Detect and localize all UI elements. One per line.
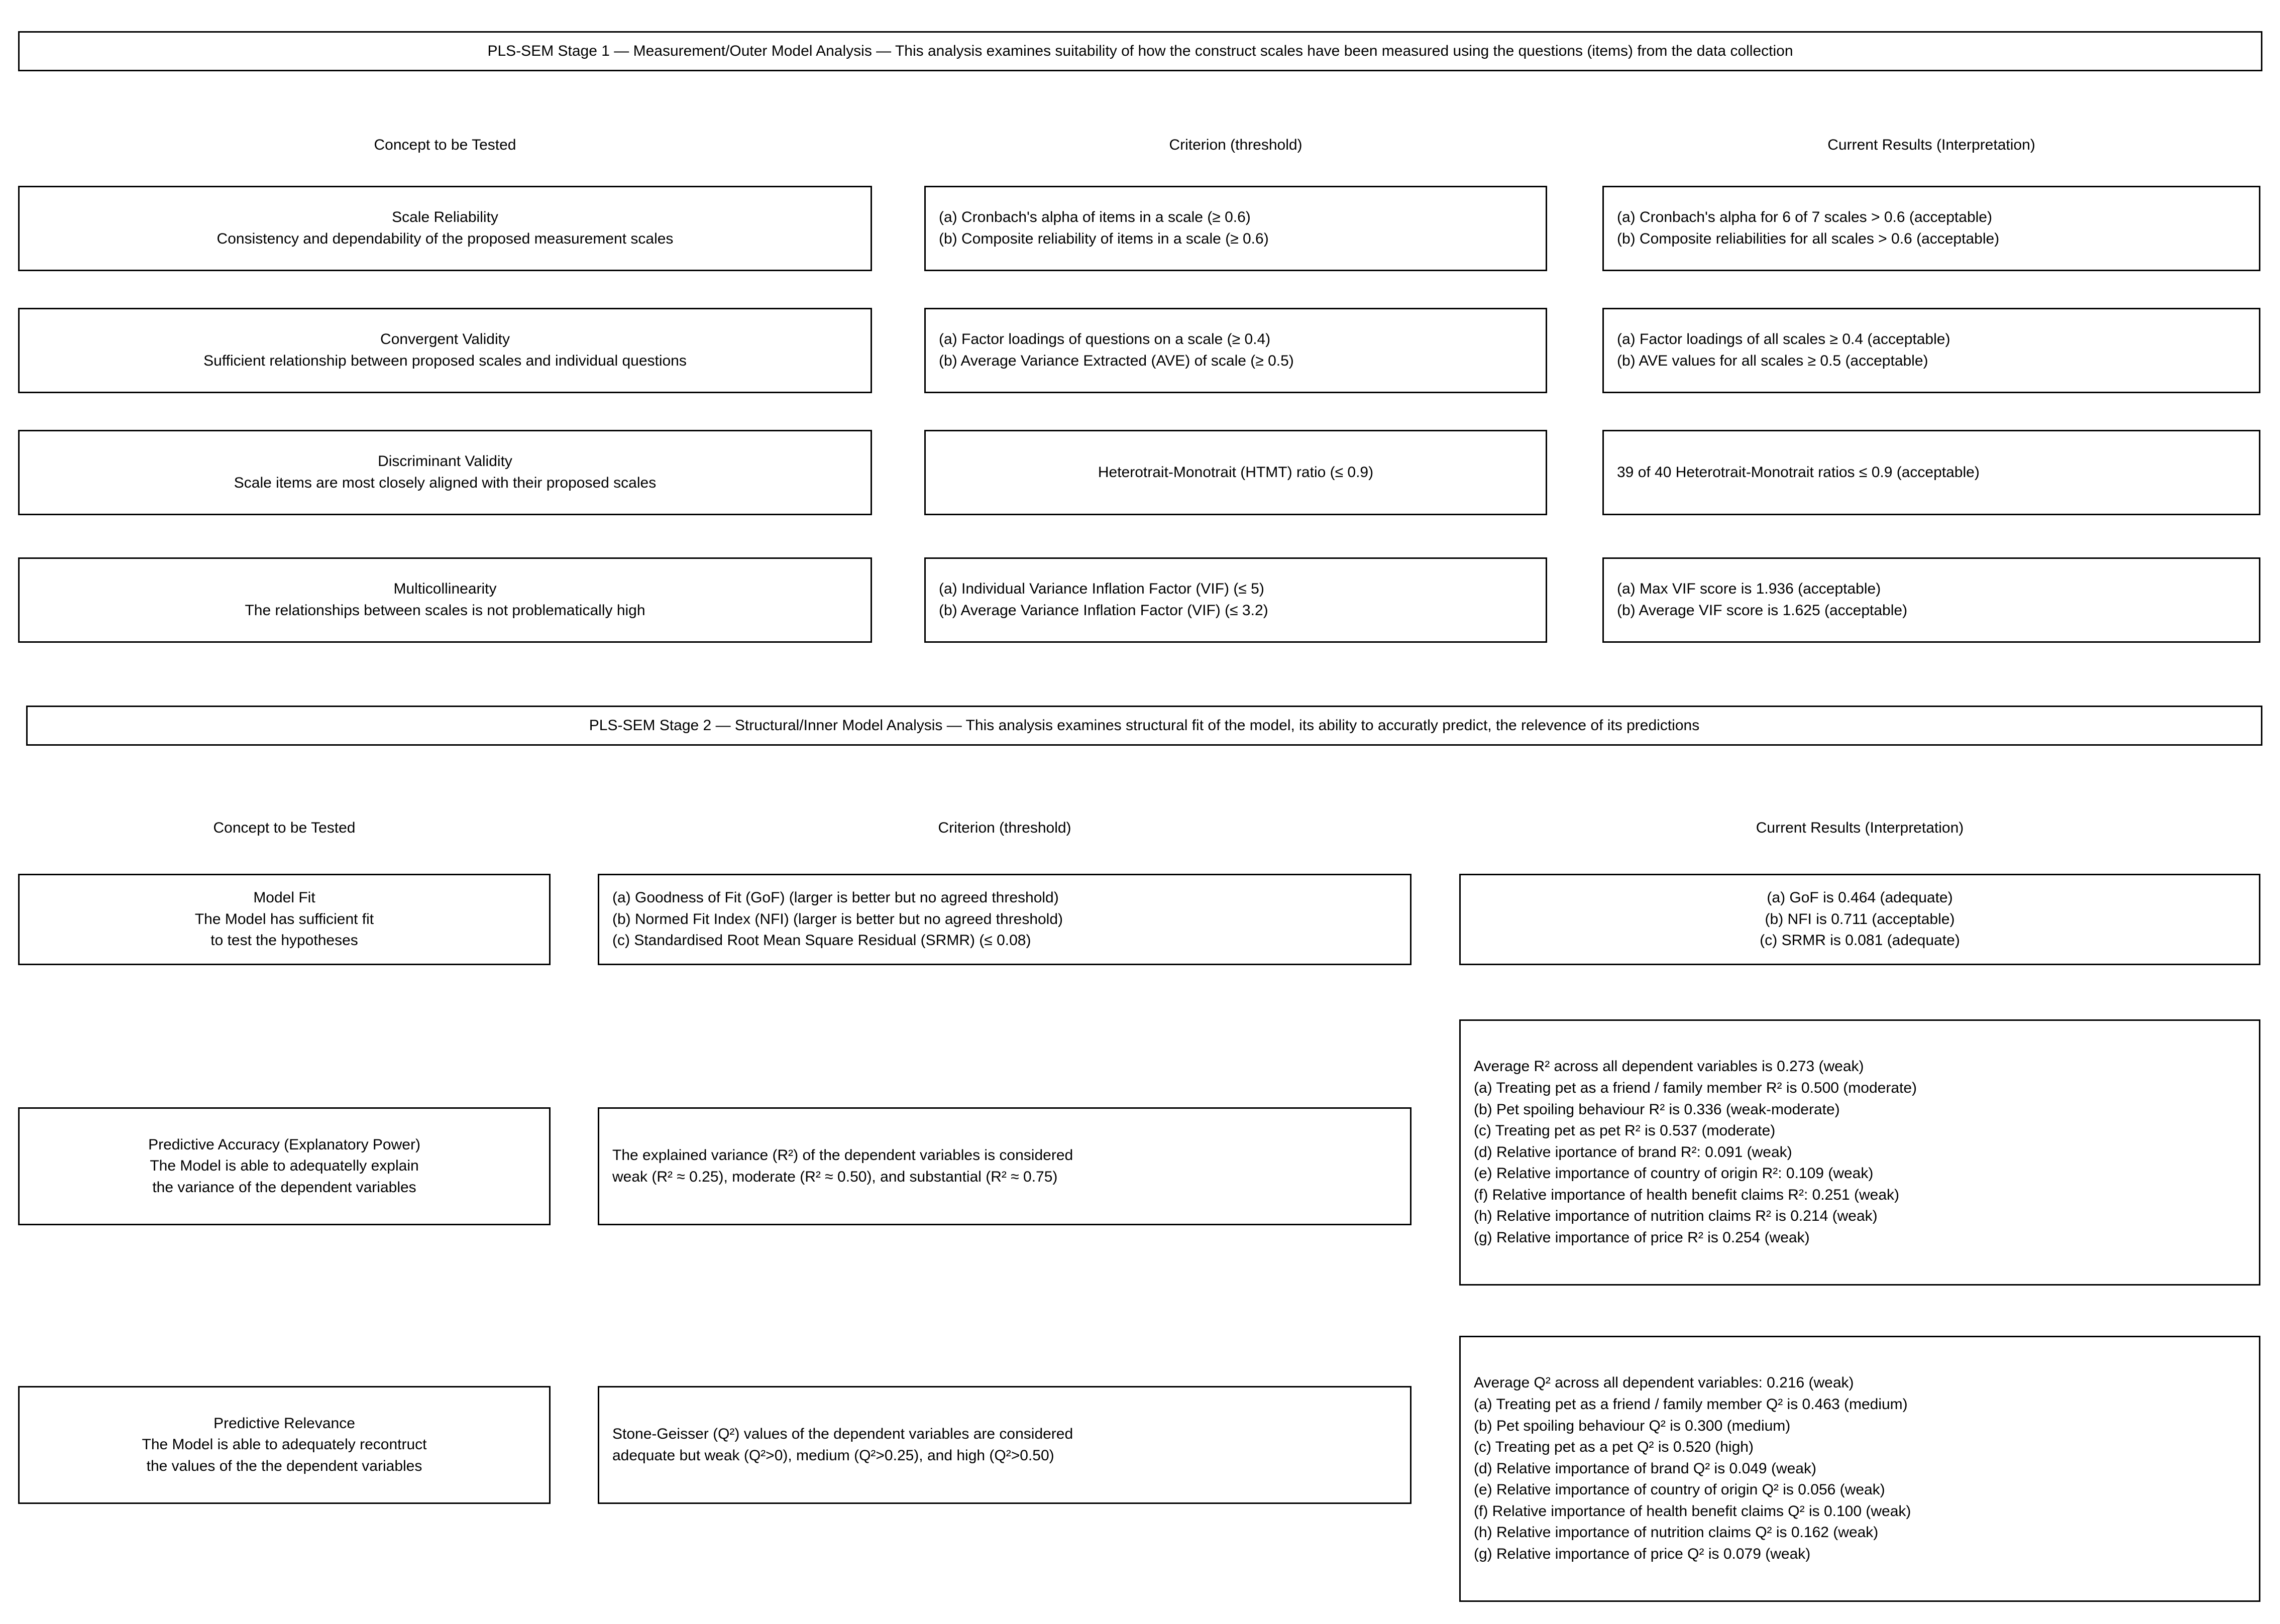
result-line: (g) Relative importance of price Q² is 0… (1474, 1546, 1811, 1563)
stage1-header-concept: Concept to be Tested (374, 137, 516, 153)
result-line: (a) GoF is 0.464 (adequate) (1767, 889, 1953, 906)
stage2-concept-box-1: Model Fit The Model has sufficient fit t… (18, 874, 551, 965)
result-line: (a) Treating pet as a friend / family me… (1474, 1396, 1908, 1413)
stage2-criterion-box-3: Stone-Geisser (Q²) values of the depende… (598, 1386, 1412, 1504)
criterion-line: Stone-Geisser (Q²) values of the depende… (612, 1425, 1073, 1442)
result-line: (e) Relative importance of country of or… (1474, 1165, 1874, 1182)
result-line: (b) Pet spoiling behaviour Q² is 0.300 (… (1474, 1417, 1791, 1434)
criterion-line: adequate but weak (Q²>0), medium (Q²>0.2… (612, 1447, 1054, 1464)
concept-title: Multicollinearity (393, 581, 497, 598)
stage2-criterion-box-1: (a) Goodness of Fit (GoF) (larger is bet… (598, 874, 1412, 965)
stage1-header-results: Current Results (Interpretation) (1827, 137, 2035, 153)
stage1-concept-box-2: Convergent Validity Sufficient relations… (18, 308, 872, 393)
result-line: (a) Max VIF score is 1.936 (acceptable) (1617, 581, 1881, 598)
stage2-header-criterion: Criterion (threshold) (938, 820, 1071, 836)
stage2-header-results: Current Results (Interpretation) (1756, 820, 1964, 836)
stage2-header-concept: Concept to be Tested (213, 820, 356, 836)
result-line: (b) Average VIF score is 1.625 (acceptab… (1617, 602, 1908, 619)
concept-title: Model Fit (253, 889, 315, 906)
result-line: (b) Composite reliabilities for all scal… (1617, 230, 2000, 247)
stage1-results-box-2: (a) Factor loadings of all scales ≥ 0.4 … (1602, 308, 2260, 393)
result-line: (c) Treating pet as a pet Q² is 0.520 (h… (1474, 1439, 1754, 1456)
concept-desc: The Model has sufficient fit (194, 910, 374, 927)
criterion-line: (b) Composite reliability of items in a … (939, 230, 1269, 247)
concept-desc: The Model is able to adequately recontru… (142, 1436, 427, 1453)
criterion-line: (a) Goodness of Fit (GoF) (larger is bet… (612, 889, 1059, 906)
stage1-criterion-box-4: (a) Individual Variance Inflation Factor… (924, 557, 1547, 643)
concept-desc: Scale items are most closely aligned wit… (234, 475, 657, 491)
result-line: (b) NFI is 0.711 (acceptable) (1765, 910, 1955, 927)
criterion-line: (a) Individual Variance Inflation Factor… (939, 581, 1264, 598)
result-line: (h) Relative importance of nutrition cla… (1474, 1208, 1878, 1225)
concept-desc: The Model is able to adequatelly explain (150, 1157, 419, 1175)
criterion-line: Heterotrait-Monotrait (HTMT) ratio (≤ 0.… (1098, 463, 1374, 481)
stage1-banner: PLS-SEM Stage 1 — Measurement/Outer Mode… (18, 31, 2262, 71)
concept-desc: Sufficient relationship between proposed… (203, 353, 687, 369)
criterion-line: (c) Standardised Root Mean Square Residu… (612, 932, 1031, 949)
concept-title: Scale Reliability (392, 209, 498, 226)
criterion-line: weak (R² ≈ 0.25), moderate (R² ≈ 0.50), … (612, 1168, 1058, 1185)
criterion-line: The explained variance (R²) of the depen… (612, 1146, 1073, 1164)
stage1-criterion-box-3: Heterotrait-Monotrait (HTMT) ratio (≤ 0.… (924, 430, 1547, 515)
result-line: (f) Relative importance of health benefi… (1474, 1502, 1911, 1520)
result-line: (d) Relative importance of brand Q² is 0… (1474, 1460, 1816, 1477)
result-line: (a) Treating pet as a friend / family me… (1474, 1079, 1917, 1096)
result-line: (h) Relative importance of nutrition cla… (1474, 1524, 1879, 1541)
stage2-results-box-3: Average Q² across all dependent variable… (1459, 1336, 2260, 1602)
stage1-header-criterion: Criterion (threshold) (1169, 137, 1302, 153)
stage1-concept-box-3: Discriminant Validity Scale items are mo… (18, 430, 872, 515)
concept-title: Predictive Relevance (213, 1415, 355, 1432)
result-line: (c) SRMR is 0.081 (adequate) (1760, 932, 1960, 949)
result-line: 39 of 40 Heterotrait-Monotrait ratios ≤ … (1617, 463, 1980, 481)
stage2-concept-box-2: Predictive Accuracy (Explanatory Power) … (18, 1107, 551, 1225)
result-line: (d) Relative iportance of brand R²: 0.09… (1474, 1143, 1792, 1161)
stage1-concept-box-1: Scale Reliability Consistency and depend… (18, 186, 872, 271)
stage1-results-box-1: (a) Cronbach's alpha for 6 of 7 scales >… (1602, 186, 2260, 271)
result-line: (b) AVE values for all scales ≥ 0.5 (acc… (1617, 353, 1928, 369)
criterion-line: (b) Average Variance Inflation Factor (V… (939, 602, 1268, 619)
concept-desc: Consistency and dependability of the pro… (216, 230, 674, 247)
stage1-concept-box-4: Multicollinearity The relationships betw… (18, 557, 872, 643)
stage1-criterion-box-1: (a) Cronbach's alpha of items in a scale… (924, 186, 1547, 271)
concept-desc: the values of the the dependent variable… (146, 1457, 422, 1474)
result-line: Average R² across all dependent variable… (1474, 1058, 1864, 1075)
concept-title: Discriminant Validity (378, 453, 512, 470)
stage1-results-box-4: (a) Max VIF score is 1.936 (acceptable) … (1602, 557, 2260, 643)
result-line: (g) Relative importance of price R² is 0… (1474, 1229, 1810, 1246)
result-line: (c) Treating pet as pet R² is 0.537 (mod… (1474, 1122, 1776, 1139)
stage1-banner-text: PLS-SEM Stage 1 — Measurement/Outer Mode… (487, 43, 1793, 59)
concept-desc: The relationships between scales is not … (245, 602, 645, 619)
result-line: (b) Pet spoiling behaviour R² is 0.336 (… (1474, 1101, 1840, 1118)
stage2-criterion-box-2: The explained variance (R²) of the depen… (598, 1107, 1412, 1225)
stage2-concept-box-3: Predictive Relevance The Model is able t… (18, 1386, 551, 1504)
result-line: Average Q² across all dependent variable… (1474, 1374, 1854, 1391)
stage2-banner-text: PLS-SEM Stage 2 — Structural/Inner Model… (589, 717, 1700, 734)
stage2-results-box-1: (a) GoF is 0.464 (adequate) (b) NFI is 0… (1459, 874, 2260, 965)
stage2-banner: PLS-SEM Stage 2 — Structural/Inner Model… (26, 706, 2262, 746)
criterion-line: (b) Normed Fit Index (NFI) (larger is be… (612, 910, 1063, 927)
criterion-line: (b) Average Variance Extracted (AVE) of … (939, 353, 1294, 369)
stage1-criterion-box-2: (a) Factor loadings of questions on a sc… (924, 308, 1547, 393)
concept-desc: the variance of the dependent variables (152, 1179, 416, 1196)
concept-title: Predictive Accuracy (Explanatory Power) (148, 1136, 420, 1153)
criterion-line: (a) Factor loadings of questions on a sc… (939, 331, 1271, 348)
result-line: (a) Cronbach's alpha for 6 of 7 scales >… (1617, 209, 1992, 226)
result-line: (f) Relative importance of health benefi… (1474, 1186, 1900, 1203)
concept-desc: to test the hypotheses (210, 932, 358, 949)
result-line: (e) Relative importance of country of or… (1474, 1481, 1885, 1498)
stage2-results-box-2: Average R² across all dependent variable… (1459, 1019, 2260, 1286)
criterion-line: (a) Cronbach's alpha of items in a scale… (939, 209, 1251, 226)
stage1-results-box-3: 39 of 40 Heterotrait-Monotrait ratios ≤ … (1602, 430, 2260, 515)
concept-title: Convergent Validity (380, 331, 510, 348)
result-line: (a) Factor loadings of all scales ≥ 0.4 … (1617, 331, 1950, 348)
